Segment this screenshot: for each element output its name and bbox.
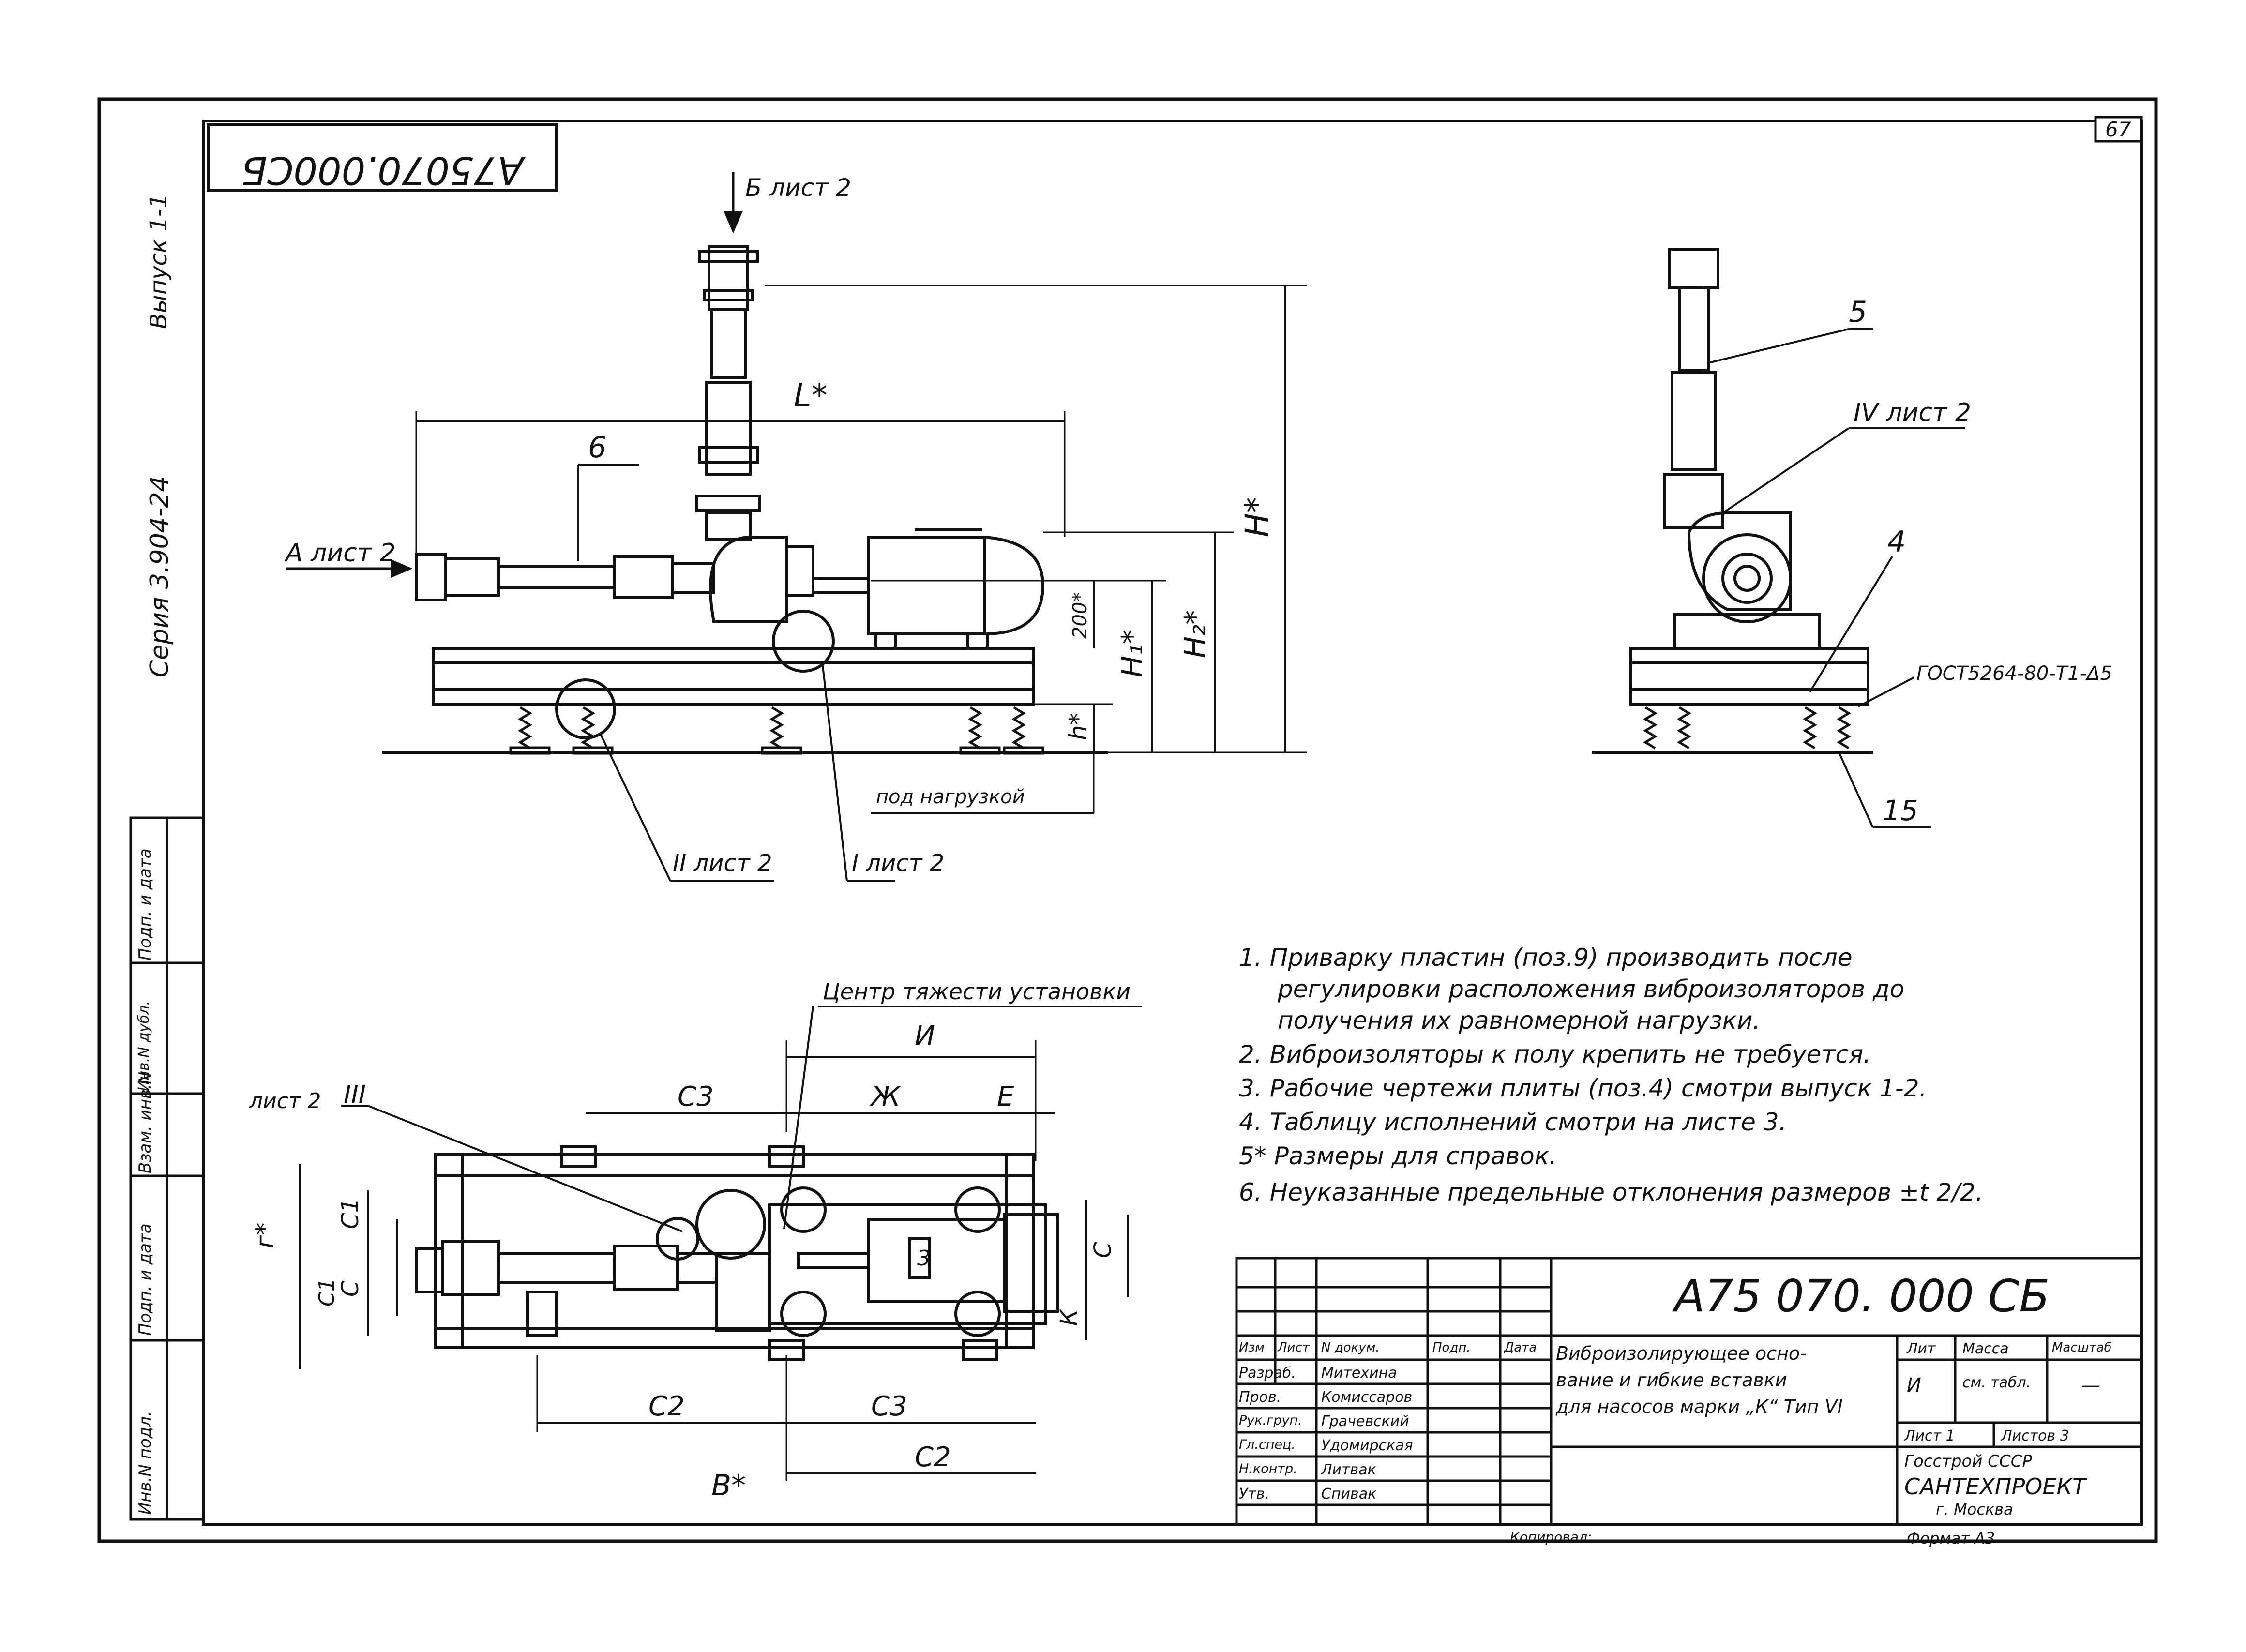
title-line-2: вание и гибкие вставки	[1556, 1369, 1787, 1391]
org-3: г. Москва	[1936, 1500, 2013, 1518]
lit-value: И	[1907, 1374, 1921, 1397]
cg-label: Центр тяжести установки	[823, 978, 1131, 1005]
hdr-ndoc: N докум.	[1321, 1340, 1380, 1355]
dim-C2-left: С2	[648, 1391, 685, 1422]
note-4: 4. Таблицу исполнений смотри на листе 3.	[1239, 1108, 1787, 1136]
side-elevation-view	[286, 172, 1307, 882]
under-load-label: под нагрузкой	[876, 786, 1025, 808]
note-2: 2. Виброизоляторы к полу крепить не треб…	[1239, 1040, 1871, 1068]
role-glspec: Гл.спец.	[1239, 1437, 1296, 1452]
title-line-3: для насосов марки „К“ Тип VI	[1556, 1396, 1843, 1417]
dim-K: К	[1055, 1308, 1083, 1326]
note-3: 3. Рабочие чертежи плиты (поз.4) смотри …	[1239, 1074, 1927, 1102]
callout-II: II лист 2	[673, 850, 772, 877]
dim-C1-upper: С1	[337, 1198, 364, 1229]
name-razrab: Митехина	[1321, 1365, 1397, 1382]
issue-label: Выпуск 1-1	[145, 194, 172, 329]
position-5: 5	[1849, 295, 1867, 329]
outer-frame	[97, 97, 2158, 1543]
name-nkontr: Литвак	[1321, 1461, 1376, 1478]
doc-code: А75 070. 000 СБ	[1674, 1270, 2050, 1322]
dim-H: H*	[1238, 497, 1276, 537]
format-label: Формат А3	[1907, 1529, 1995, 1547]
copied-label: Копировал:	[1510, 1529, 1592, 1545]
col-mass: Масса	[1962, 1340, 2009, 1357]
callout-IV: IV лист 2	[1854, 398, 1971, 427]
name-glspec: Удомирская	[1321, 1437, 1413, 1454]
top-code-box	[207, 123, 558, 192]
dim-E: Е	[997, 1081, 1014, 1112]
dim-L: L*	[794, 377, 828, 414]
side-stamp	[129, 816, 205, 1521]
callout-III: III	[344, 1081, 366, 1110]
hdr-data: Дата	[1504, 1340, 1537, 1355]
name-utv: Спивак	[1321, 1486, 1377, 1502]
note-1b: регулировки расположения виброизоляторов…	[1278, 975, 1905, 1003]
stamp-col-1: Инв.N подл.	[136, 1411, 155, 1515]
note-5: 5* Размеры для справок.	[1239, 1142, 1557, 1170]
dim-Zh: Ж	[870, 1081, 902, 1112]
dim-200: 200*	[1069, 592, 1091, 639]
mass-value: см. табл.	[1962, 1374, 2031, 1391]
role-rukgr: Рук.груп.	[1239, 1413, 1302, 1428]
title-block-grid	[1235, 1257, 2143, 1526]
sheet-no: Лист 1	[1904, 1427, 1955, 1444]
position-4: 4	[1887, 525, 1906, 559]
position-3: 3	[917, 1246, 931, 1271]
dim-C2-right: С2	[915, 1442, 951, 1473]
stamp-col-4: Инв.N дубл.	[136, 1001, 152, 1091]
hdr-podp: Подп.	[1432, 1340, 1471, 1355]
plan-view	[299, 1006, 1142, 1481]
org-2: САНТЕХПРОЕКТ	[1904, 1473, 2086, 1500]
dim-H2: H₂*	[1178, 610, 1212, 658]
note-1a: 1. Приварку пластин (поз.9) производить …	[1239, 944, 1853, 972]
name-prov: Комиссаров	[1321, 1389, 1413, 1406]
role-prov: Пров.	[1239, 1389, 1281, 1406]
role-utv: Утв.	[1239, 1486, 1269, 1502]
title-line-1: Виброизолирующее осно-	[1556, 1343, 1807, 1364]
dim-C3-bottom: С3	[871, 1391, 907, 1422]
position-15: 15	[1883, 794, 1918, 827]
list2-label: лист 2	[249, 1089, 321, 1113]
position-6: 6	[588, 431, 606, 465]
note-1c: получения их равномерной нагрузки.	[1278, 1006, 1761, 1035]
dim-C1-lower: С1	[315, 1278, 339, 1307]
stamp-col-5: Подп. и дата	[136, 848, 155, 961]
hdr-list: Лист	[1278, 1340, 1310, 1355]
dim-C3-top: С3	[678, 1081, 714, 1112]
callout-I: I лист 2	[852, 850, 944, 877]
note-6: 6. Неуказанные предельные отклонения раз…	[1239, 1178, 1983, 1206]
series-label: Серия 3.904-24	[145, 476, 174, 677]
col-lit: Лит	[1907, 1340, 1936, 1357]
dim-I: И	[915, 1021, 935, 1052]
role-nkontr: Н.контр.	[1239, 1461, 1297, 1476]
page-number-box	[2094, 116, 2143, 143]
view-a-label: А лист 2	[284, 539, 396, 568]
hdr-izm: Изм	[1239, 1340, 1265, 1355]
dim-C-right: С	[1089, 1242, 1116, 1258]
gost-weld-label: ГОСТ5264-80-Т1-Δ5	[1916, 662, 2112, 685]
view-b-label: Б лист 2	[745, 174, 851, 202]
dim-H1: H₁*	[1115, 630, 1149, 677]
end-elevation-view	[1592, 248, 1965, 828]
sheets-total: Листов 3	[2001, 1427, 2069, 1444]
dim-g: г*	[251, 1223, 280, 1248]
name-rukgr: Грачевский	[1321, 1413, 1409, 1430]
dim-C-left: С	[337, 1280, 364, 1297]
dim-B: В*	[711, 1469, 746, 1502]
col-scale: Масштаб	[2052, 1340, 2112, 1355]
role-razrab: Разраб.	[1239, 1365, 1296, 1382]
dim-h: h*	[1064, 713, 1092, 740]
top-code: А75070.000СБ	[241, 148, 526, 192]
page-number: 67	[2105, 118, 2131, 141]
stamp-col-2: Подп. и дата	[136, 1223, 155, 1336]
scale-value: —	[2081, 1374, 2100, 1397]
org-1: Госстрой СССР	[1904, 1452, 2032, 1471]
